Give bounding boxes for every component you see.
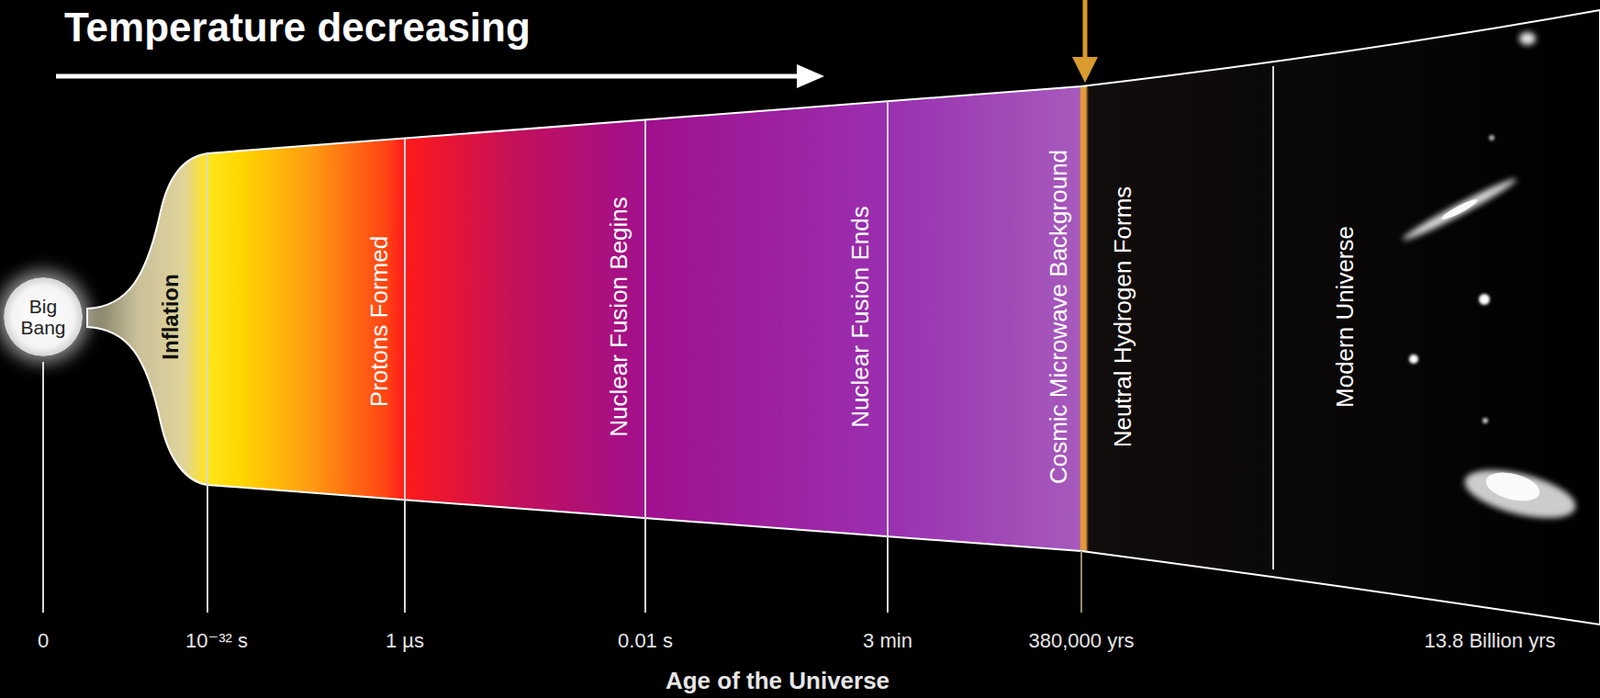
tick-label: 0	[37, 629, 49, 652]
era-label: Cosmic Microwave Background	[1045, 149, 1073, 484]
big-bang-circle: Big Bang	[3, 277, 83, 357]
node-label: Big Bang	[15, 295, 71, 338]
time-dividers	[43, 66, 1274, 613]
tick-label: 0.01 s	[617, 629, 673, 652]
galaxies	[1399, 32, 1580, 527]
axis-title: Age of the Universe	[665, 667, 890, 694]
tick-label: 10⁻³² s	[185, 629, 248, 652]
era-label: Nuclear Fusion Begins	[605, 196, 633, 437]
heading: Temperature decreasing	[64, 5, 531, 50]
tick-label: 13.8 Billion yrs	[1423, 629, 1556, 652]
tick-label: 1 µs	[385, 629, 425, 652]
universe-band	[87, 10, 1600, 625]
era-label: Inflation	[158, 273, 183, 359]
era-label: Nuclear Fusion Ends	[847, 205, 874, 427]
cmb-marker-arrow	[1072, 0, 1098, 83]
era-label: Protons Formed	[366, 235, 393, 407]
era-label: Modern Universe	[1331, 225, 1359, 408]
temperature-arrow	[55, 64, 825, 89]
tick-label: 3 min	[862, 629, 913, 652]
tick-label: 380,000 yrs	[1029, 629, 1135, 652]
era-label: Neutral Hydrogen Forms	[1109, 186, 1137, 448]
